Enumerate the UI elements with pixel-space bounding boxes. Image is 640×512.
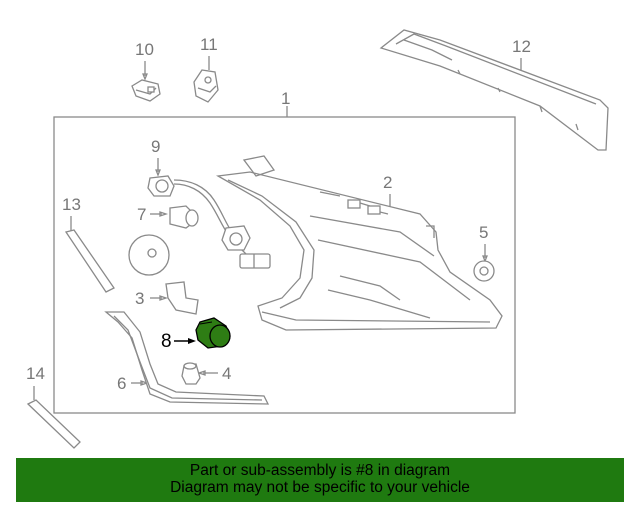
part-round-cap[interactable] bbox=[128, 234, 170, 276]
part-13-strip[interactable] bbox=[64, 229, 115, 293]
callout-6[interactable]: 6 bbox=[117, 374, 126, 393]
part-12-garnish[interactable] bbox=[379, 29, 609, 151]
part-5-grommet[interactable] bbox=[473, 260, 495, 282]
part-11-bracket[interactable] bbox=[193, 69, 219, 103]
callout-3[interactable]: 3 bbox=[135, 289, 144, 308]
callout-1[interactable]: 1 bbox=[281, 89, 290, 108]
callout-11[interactable]: 11 bbox=[200, 35, 218, 54]
part-3-bracket[interactable] bbox=[165, 281, 199, 315]
banner-line-1: Part or sub-assembly is #8 in diagram bbox=[189, 462, 451, 479]
assembly-frame bbox=[53, 116, 516, 414]
part-4-grommet[interactable] bbox=[181, 362, 201, 385]
part-2-tail-lamp[interactable] bbox=[215, 155, 503, 331]
callout-13[interactable]: 13 bbox=[62, 195, 81, 214]
part-10-clip[interactable] bbox=[131, 79, 161, 102]
callout-5[interactable]: 5 bbox=[479, 223, 488, 242]
callout-7[interactable]: 7 bbox=[137, 205, 146, 224]
part-7-bulb[interactable] bbox=[169, 205, 199, 229]
banner-line-2: Diagram may not be specific to your vehi… bbox=[170, 479, 470, 496]
part-9-socket-harness[interactable] bbox=[147, 175, 271, 269]
part-6-seal[interactable] bbox=[104, 311, 270, 405]
part-14-strip[interactable] bbox=[26, 399, 81, 449]
callout-2[interactable]: 2 bbox=[383, 173, 392, 192]
callout-12[interactable]: 12 bbox=[512, 37, 531, 56]
callout-8[interactable]: 8 bbox=[161, 331, 172, 352]
callout-10[interactable]: 10 bbox=[135, 40, 154, 59]
callout-4[interactable]: 4 bbox=[222, 364, 231, 383]
callout-14[interactable]: 14 bbox=[26, 364, 45, 383]
callout-9[interactable]: 9 bbox=[151, 137, 160, 156]
part-8-highlighted[interactable] bbox=[195, 317, 231, 349]
info-banner: Part or sub-assembly is #8 in diagram Di… bbox=[16, 458, 624, 502]
